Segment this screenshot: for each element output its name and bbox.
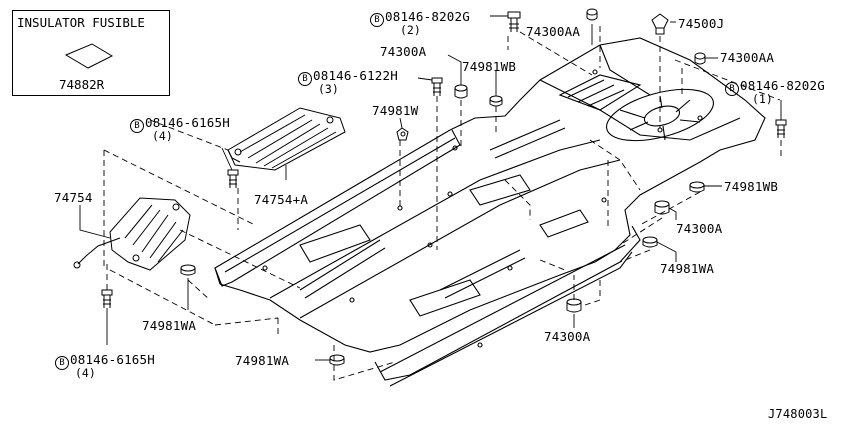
floor-panel [214,37,766,387]
insulator-74754a [227,107,346,171]
bolt-circle-icon: B [370,13,384,27]
callout-74300a-upper: 74300A [380,44,427,59]
callout-74300a-bottom: 74300A [544,329,591,344]
callout-74500j: 74500J [678,16,725,31]
callout-74981wa-right: 74981WA [660,261,715,276]
fasteners [101,8,787,366]
insulator-74754 [73,197,191,271]
bolt-circle-icon: B [725,82,739,96]
callout-74300aa-top: 74300AA [526,24,581,39]
bolt-circle-icon: B [298,72,312,86]
callout-74981wb-right: 74981WB [724,179,779,194]
callout-74300a-right: 74300A [676,221,723,236]
assembly-dashes [103,26,782,381]
callout-74754: 74754 [54,190,93,205]
callout-qty: (4) [75,366,96,380]
inset-part-number: 74882R [59,77,105,92]
callout-qty: (2) [400,23,421,37]
callout-74981wb-upper: 74981WB [462,59,517,74]
insulator-fusible-inset: INSULATOR FUSIBLE 74882R [12,10,170,96]
callout-74981wa-bottom: 74981WA [235,353,290,368]
callout-qty: (3) [318,82,339,96]
inset-title: INSULATOR FUSIBLE [17,15,145,30]
callout-74754a: 74754+A [254,192,309,207]
insulator-fusible-symbol [64,43,114,69]
diagram-code: J748003L [768,407,828,421]
callout-qty: (1) [752,92,773,106]
callout-74300aa-right: 74300AA [720,50,775,65]
bolt-circle-icon: B [55,356,69,370]
leader-lines [79,15,782,361]
callout-74981wa-left: 74981WA [142,318,197,333]
callout-qty: (4) [152,129,173,143]
callout-74981w: 74981W [372,103,419,118]
bolt-circle-icon: B [130,119,144,133]
